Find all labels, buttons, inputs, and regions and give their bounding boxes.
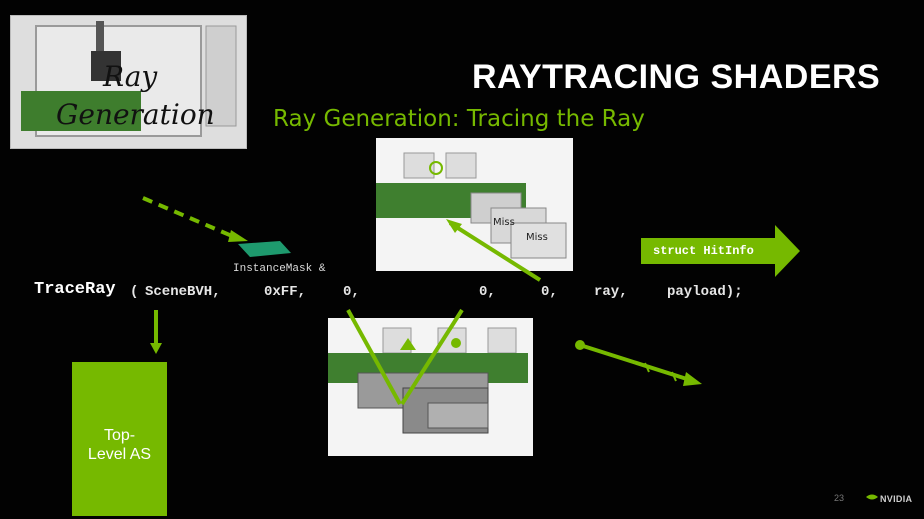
top-level-as-label: Top- Level AS bbox=[72, 426, 167, 464]
hitinfo-arrowhead bbox=[775, 225, 800, 277]
dashed-arrow bbox=[142, 196, 233, 238]
payload-arrow bbox=[579, 343, 691, 382]
nvidia-logo-text: NVIDIA bbox=[880, 494, 913, 504]
code-arg-flags: 0, bbox=[343, 284, 360, 300]
miss-label-2: Miss bbox=[526, 232, 548, 243]
ray-generation-thumbnail: Ray Generation bbox=[10, 15, 247, 149]
dashed-arrow-head bbox=[228, 230, 248, 242]
code-arg-mask: 0xFF, bbox=[264, 284, 307, 300]
bvh-hit-graphic bbox=[328, 318, 533, 456]
bvh-hit-illustration bbox=[328, 318, 533, 456]
page-number: 23 bbox=[834, 493, 845, 503]
ray-to-miss-arrowhead bbox=[446, 219, 462, 233]
code-arg-scene: SceneBVH, bbox=[145, 284, 221, 300]
hitinfo-box bbox=[641, 238, 775, 264]
code-arg-ray: ray, bbox=[594, 284, 628, 300]
code-arg-payload: payload); bbox=[667, 284, 743, 300]
tlas-down-arrowhead bbox=[150, 343, 162, 354]
code-arg-stride: 0, bbox=[541, 284, 558, 300]
ray-generation-illustration: Ray Generation bbox=[11, 16, 246, 148]
instance-mask-shape bbox=[238, 241, 291, 257]
code-open-paren: ( bbox=[130, 284, 139, 300]
top-level-as-box bbox=[72, 362, 167, 516]
hit-line-1 bbox=[346, 309, 402, 405]
nvidia-logo-icon bbox=[866, 494, 878, 500]
slide-subtitle: Ray Generation: Tracing the Ray bbox=[273, 106, 645, 132]
thumb-text-generation: Generation bbox=[56, 98, 215, 131]
code-arg-hitgroup: 0, bbox=[479, 284, 496, 300]
payload-arrowhead bbox=[683, 372, 702, 386]
bvh-miss-illustration: Miss Miss bbox=[376, 138, 573, 271]
bvh-miss-graphic: Miss Miss bbox=[376, 138, 573, 271]
code-function-name: TraceRay bbox=[34, 280, 116, 299]
ray-to-miss-line bbox=[448, 221, 542, 282]
slide-title: RAYTRACING SHADERS bbox=[472, 58, 881, 96]
thumb-text-ray: Ray bbox=[102, 60, 158, 93]
hitinfo-label: struct HitInfo bbox=[653, 244, 754, 258]
instance-mask-label: InstanceMask & bbox=[233, 263, 326, 275]
miss-label-1: Miss bbox=[493, 217, 515, 228]
hit-line-2 bbox=[400, 308, 464, 406]
top-level-as-line1: Top- bbox=[103, 427, 136, 444]
top-level-as-line2: Level AS bbox=[87, 446, 152, 463]
